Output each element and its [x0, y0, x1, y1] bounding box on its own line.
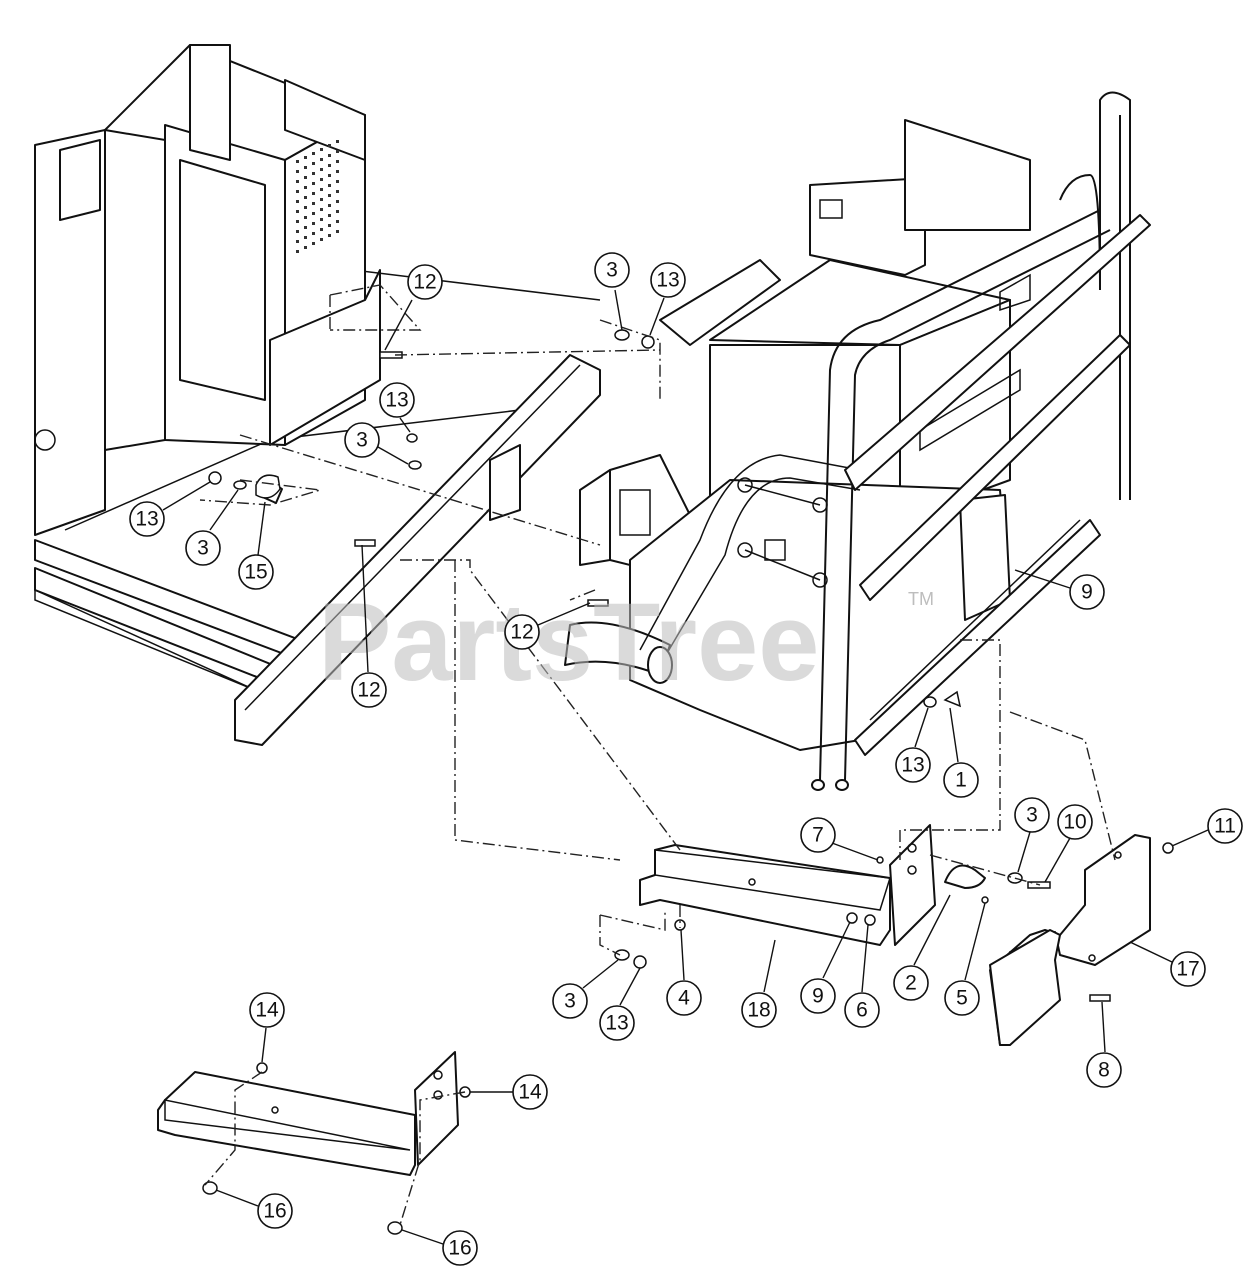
mounting-bracket-18: [639, 824, 936, 946]
svg-text:4: 4: [678, 987, 690, 1010]
callout-14-top: 14: [249, 992, 285, 1063]
callout-1: 1: [943, 707, 979, 798]
assembly-lines: [199, 284, 1116, 1226]
svg-text:2: 2: [905, 972, 917, 995]
svg-text:17: 17: [1176, 958, 1199, 981]
svg-text:15: 15: [244, 561, 267, 584]
svg-text:7: 7: [812, 824, 824, 847]
lower-bracket-14: [157, 1051, 459, 1176]
svg-text:13: 13: [605, 1012, 628, 1035]
svg-text:3: 3: [1026, 804, 1038, 827]
callout-12-center: 12: [504, 602, 591, 650]
callout-18: 18: [741, 939, 777, 1028]
callout-13-left: 13: [129, 481, 211, 537]
callout-9-lower: 9: [800, 921, 851, 1014]
callout-3-right: 3: [1014, 797, 1050, 873]
roll-cage-frame: [811, 91, 1151, 791]
callout-12-left: 12: [351, 544, 387, 708]
svg-text:14: 14: [518, 1081, 542, 1104]
hardware: [202, 329, 1174, 1235]
svg-text:13: 13: [901, 754, 924, 777]
svg-text:14: 14: [255, 999, 279, 1022]
callout-3-mid: 3: [344, 422, 409, 465]
svg-text:9: 9: [1081, 581, 1093, 604]
callout-15: 15: [238, 501, 274, 590]
callout-3-lower: 3: [552, 959, 619, 1019]
svg-text:18: 18: [747, 999, 770, 1022]
callout-13-top-right: 13: [649, 262, 686, 336]
callout-14-right: 14: [470, 1074, 548, 1110]
svg-text:1: 1: [955, 769, 967, 792]
callout-13-right: 13: [895, 707, 931, 783]
svg-text:8: 8: [1098, 1059, 1110, 1082]
cover-plate-17: [989, 834, 1151, 1046]
callout-16-right: 16: [401, 1229, 478, 1266]
svg-text:3: 3: [564, 990, 576, 1013]
svg-text:5: 5: [956, 987, 968, 1010]
svg-text:3: 3: [197, 537, 209, 560]
callout-2: 2: [893, 894, 951, 1001]
callout-7: 7: [800, 817, 879, 861]
svg-text:16: 16: [263, 1200, 286, 1223]
watermark-trademark: TM: [908, 589, 934, 609]
callout-6: 6: [844, 924, 880, 1028]
svg-text:12: 12: [413, 271, 436, 294]
svg-text:16: 16: [448, 1237, 471, 1260]
svg-text:11: 11: [1214, 815, 1236, 838]
vent-grill: [296, 140, 339, 253]
svg-text:12: 12: [357, 679, 380, 702]
callouts: 12 3 13 13 3 13 3 15: [129, 252, 1243, 1266]
svg-text:6: 6: [856, 999, 868, 1022]
callout-4: 4: [666, 929, 702, 1016]
callout-11: 11: [1171, 808, 1243, 847]
svg-text:3: 3: [356, 429, 368, 452]
svg-text:12: 12: [510, 621, 533, 644]
callout-3-left: 3: [185, 489, 239, 566]
callout-5: 5: [944, 902, 986, 1016]
callout-13-mid: 13: [379, 382, 415, 433]
watermark-text: PartsTree: [318, 581, 819, 704]
callout-8: 8: [1086, 1001, 1122, 1088]
left-frame-assembly: [34, 44, 601, 746]
svg-text:9: 9: [812, 985, 824, 1008]
callout-12-top: 12: [384, 264, 443, 351]
callout-13-lower: 13: [599, 967, 641, 1041]
callout-10: 10: [1044, 804, 1093, 883]
svg-text:13: 13: [385, 389, 408, 412]
svg-text:10: 10: [1063, 811, 1086, 834]
callout-9-right: 9: [1014, 569, 1105, 610]
svg-text:13: 13: [656, 269, 679, 292]
callout-17: 17: [1129, 941, 1206, 987]
callout-3-top-right: 3: [594, 252, 630, 331]
svg-text:3: 3: [606, 259, 618, 282]
svg-text:13: 13: [135, 508, 158, 531]
latch-2: [944, 864, 986, 889]
watermark: PartsTree TM: [318, 581, 934, 704]
callout-16-left: 16: [215, 1189, 293, 1229]
